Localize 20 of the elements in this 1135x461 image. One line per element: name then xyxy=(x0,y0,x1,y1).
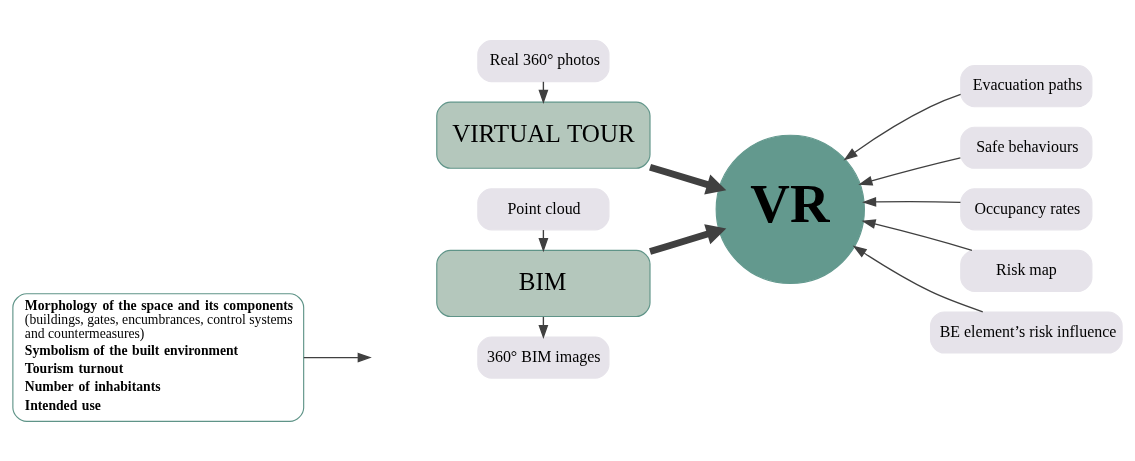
node-box: Real 360° photos xyxy=(477,39,610,82)
node-box: BE element’s risk influence xyxy=(929,310,1123,354)
arrow xyxy=(862,196,962,207)
arrow xyxy=(858,156,962,186)
arrow xyxy=(649,223,727,255)
arrow xyxy=(861,218,973,251)
arrow xyxy=(843,93,962,160)
node-box: VIRTUAL TOUR xyxy=(436,101,651,169)
node-box: 360° BIM images xyxy=(477,336,610,379)
node-box: Safe behaviours xyxy=(960,126,1093,169)
arrow xyxy=(852,245,984,313)
node-circle: VR xyxy=(715,134,865,284)
node-box: Risk map xyxy=(960,249,1093,292)
node-box: Occupancy rates xyxy=(960,187,1093,230)
node-box: Point cloud xyxy=(477,187,610,230)
node-box: Morphology of the space and its components (buildings, gates, encumbrances, control systems and countermeasures) Symbolism of the built environment Tourism turnout Number of inhabitants Intended use xyxy=(12,292,305,422)
node-box: BIM xyxy=(436,249,651,317)
arrow xyxy=(649,163,727,195)
node-box: Evacuation paths xyxy=(960,64,1093,107)
arrow xyxy=(303,352,372,363)
